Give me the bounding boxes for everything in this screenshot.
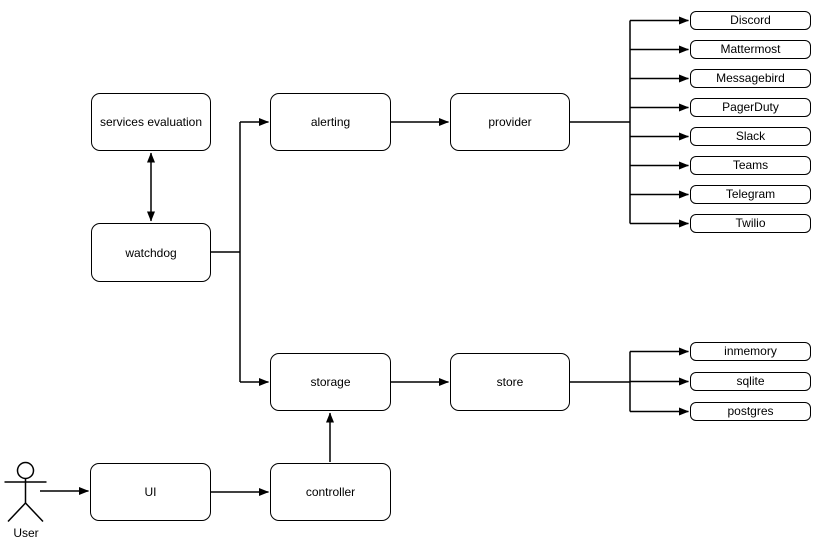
node-alerting: alerting (270, 93, 391, 151)
node-storage-label: storage (310, 375, 351, 389)
node-provider-teams: Teams (690, 156, 811, 175)
node-services-evaluation: services evaluation (91, 93, 211, 151)
edge-provider-fanout (570, 16, 689, 228)
provider-twilio-label: Twilio (735, 216, 766, 230)
provider-teams-label: Teams (732, 158, 769, 172)
node-provider-discord: Discord (690, 11, 811, 30)
node-controller-label: controller (305, 485, 356, 499)
edge-watchdog-branch (211, 118, 269, 386)
provider-telegram-label: Telegram (725, 187, 776, 201)
node-store: store (450, 353, 570, 411)
node-ui: UI (90, 463, 211, 521)
user-actor-label: User (13, 526, 39, 540)
node-provider-label: provider (488, 115, 532, 129)
node-storage: storage (270, 353, 391, 411)
edge-store-fanout (570, 347, 689, 416)
node-store-postgres: postgres (690, 402, 811, 421)
store-inmemory-label: inmemory (724, 344, 777, 358)
node-store-sqlite: sqlite (690, 372, 811, 391)
provider-pagerduty-label: PagerDuty (722, 100, 779, 114)
provider-slack-label: Slack (735, 129, 766, 143)
node-provider-slack: Slack (690, 127, 811, 146)
node-provider-mattermost: Mattermost (690, 40, 811, 59)
node-provider-pagerduty: PagerDuty (690, 98, 811, 117)
node-store-label: store (496, 375, 524, 389)
node-provider: provider (450, 93, 570, 151)
provider-messagebird-label: Messagebird (716, 71, 785, 85)
provider-mattermost-label: Mattermost (720, 42, 781, 56)
node-provider-telegram: Telegram (690, 185, 811, 204)
node-provider-messagebird: Messagebird (690, 69, 811, 88)
user-actor-icon (4, 461, 47, 523)
node-alerting-label: alerting (310, 115, 351, 129)
node-controller: controller (270, 463, 391, 521)
store-postgres-label: postgres (727, 404, 774, 418)
node-provider-twilio: Twilio (690, 214, 811, 233)
node-watchdog: watchdog (91, 223, 211, 282)
node-services-evaluation-label: services evaluation (99, 115, 203, 129)
node-watchdog-label: watchdog (125, 245, 177, 260)
provider-discord-label: Discord (730, 13, 771, 27)
node-ui-label: UI (144, 485, 157, 499)
node-store-inmemory: inmemory (690, 342, 811, 361)
store-sqlite-label: sqlite (736, 374, 765, 388)
